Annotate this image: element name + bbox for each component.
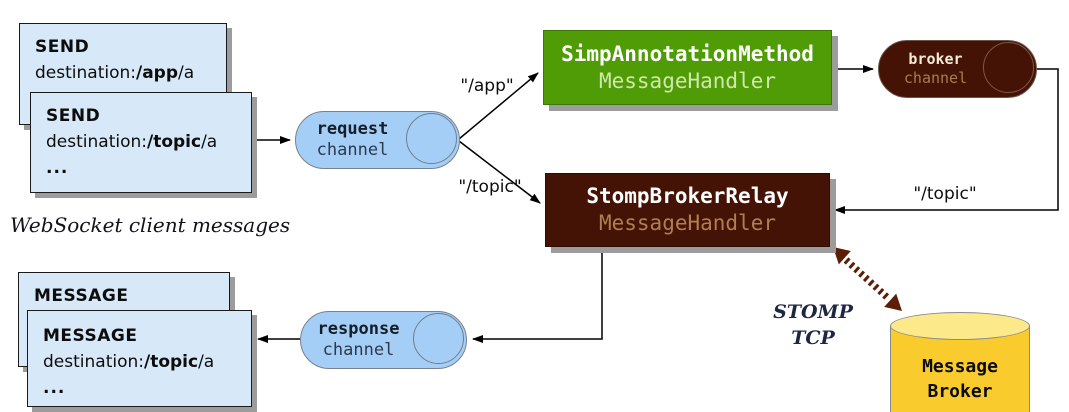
broker-channel: broker channel bbox=[878, 40, 1037, 98]
frame-destination: destination:/topic/a bbox=[43, 352, 215, 372]
message-topic-frame: MESSAGE destination:/topic/a ... bbox=[27, 310, 252, 407]
frame-destination: destination:/topic/a bbox=[46, 132, 218, 152]
cylinder-cap bbox=[983, 42, 1034, 93]
send-topic-frame: SEND destination:/topic/a ... bbox=[30, 92, 252, 193]
stomp-tcp-dashed-arrow bbox=[833, 247, 902, 311]
topic-route-label-right: "/topic" bbox=[913, 184, 977, 204]
handler-type: MessageHandler bbox=[598, 211, 776, 235]
frame-command: MESSAGE bbox=[34, 286, 129, 306]
frame-ellipsis: ... bbox=[43, 378, 66, 398]
broker-store-line1: Message bbox=[922, 356, 998, 377]
arrow-broker-to-relay bbox=[834, 68, 1059, 214]
websocket-caption: WebSocket client messages bbox=[10, 213, 291, 237]
cylinder-cap bbox=[406, 113, 457, 164]
response-channel: response channel bbox=[300, 311, 467, 369]
message-broker-cylinder: Message Broker bbox=[890, 326, 1030, 412]
topic-route-label-fork: "/topic" bbox=[458, 177, 522, 197]
arrow-relay-to-response bbox=[472, 248, 603, 343]
channel-type: channel bbox=[322, 340, 395, 360]
app-route-label: "/app" bbox=[460, 76, 514, 96]
handler-name: SimpAnnotationMethod bbox=[561, 41, 814, 66]
channel-name: response bbox=[317, 319, 400, 339]
channel-name: broker bbox=[908, 50, 963, 68]
simp-annotation-method-handler: SimpAnnotationMethod MessageHandler bbox=[543, 30, 832, 105]
frame-command: MESSAGE bbox=[43, 326, 138, 346]
frame-ellipsis: ... bbox=[46, 158, 69, 178]
request-channel: request channel bbox=[295, 111, 460, 169]
frame-destination: destination:/app/a bbox=[35, 63, 195, 83]
stomp-label-line2: TCP bbox=[791, 327, 835, 349]
arrow-request-to-relay bbox=[458, 140, 541, 204]
cylinder-cap bbox=[413, 313, 464, 364]
channel-type: channel bbox=[316, 140, 389, 160]
channel-type: channel bbox=[903, 69, 968, 87]
frame-command: SEND bbox=[35, 37, 90, 57]
frame-command: SEND bbox=[46, 106, 101, 126]
handler-type: MessageHandler bbox=[598, 68, 776, 93]
broker-store-line2: Broker bbox=[927, 381, 993, 402]
handler-name: StompBrokerRelay bbox=[586, 184, 789, 208]
stomp-tcp-label: STOMP TCP bbox=[768, 299, 858, 351]
arrow-request-to-simp bbox=[458, 72, 539, 140]
stomp-broker-relay-handler: StompBrokerRelay MessageHandler bbox=[545, 173, 830, 247]
message-broker-cylinder-top bbox=[890, 312, 1030, 340]
channel-name: request bbox=[316, 119, 389, 139]
stomp-label-line1: STOMP bbox=[773, 301, 853, 323]
